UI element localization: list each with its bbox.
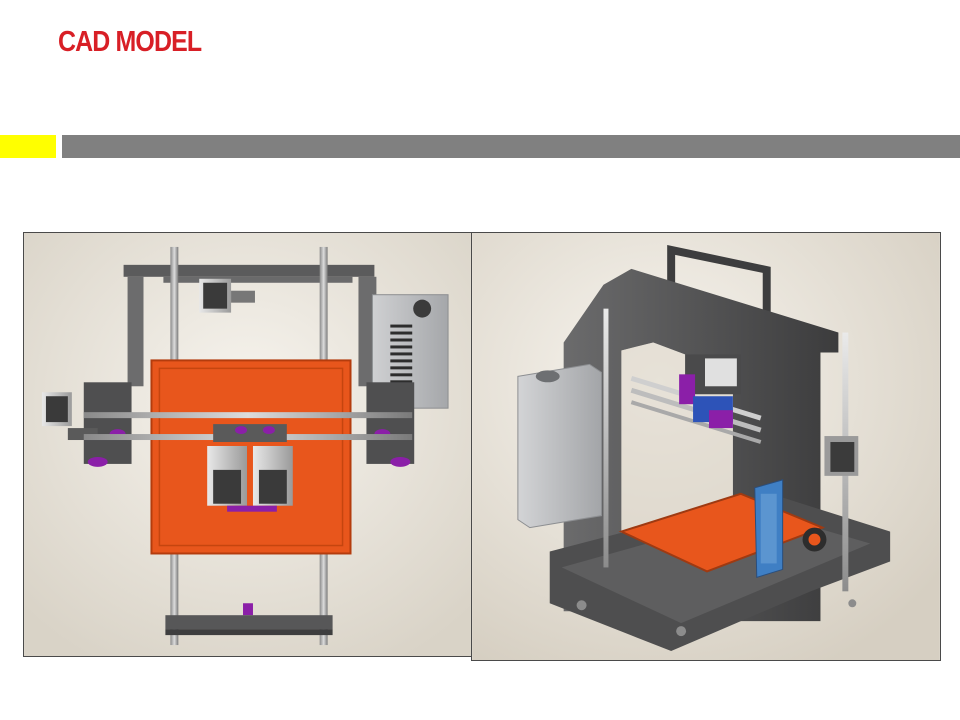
slide-title: CAD MODEL [58,26,202,58]
title-accent-block [0,135,56,158]
cad-perspective-image [471,232,941,661]
printer-perspective-icon [472,233,940,660]
title-divider-bar [62,135,960,158]
printer-top-view-icon [24,233,471,656]
cad-top-view-image [23,232,472,657]
